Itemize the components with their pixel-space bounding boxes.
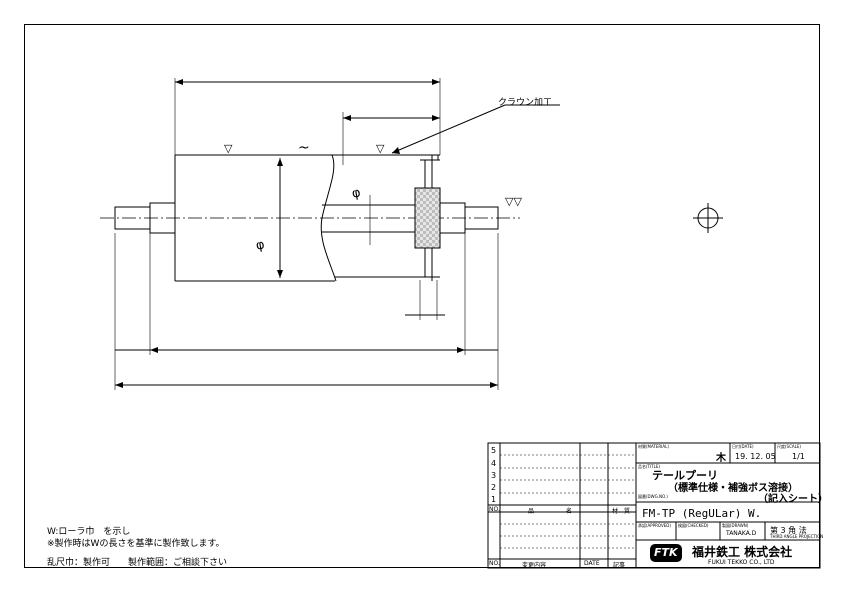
drawn-value: TANAKA.D (726, 530, 757, 537)
break-line (320, 154, 337, 282)
right-shaft (464, 206, 499, 230)
title-line2: （標準仕様・補強ボス溶接） (668, 483, 798, 494)
rev-header-item: 品 (528, 508, 535, 515)
company-name: 福井鉄工 株式会社 (692, 545, 793, 559)
drawing-no-label: 図番(DWG.NO.) (638, 494, 668, 499)
projection: 第 3 角 法 (770, 526, 807, 535)
rev-header-name: 名 (566, 508, 573, 515)
scale-value: 1/1 (792, 452, 805, 461)
finish-mark-left: ▽ (224, 142, 233, 155)
wave-symbol: ~ (298, 140, 310, 156)
note-line1: W:ローラ巾 を示し (47, 527, 131, 537)
rev-header-no: NO. (489, 506, 500, 513)
change-header-no: NO. (489, 560, 500, 567)
scale-label: 尺度(SCALE) (777, 444, 801, 449)
material-value: 木 (716, 453, 726, 464)
drawing-frame (24, 24, 820, 568)
material-label: 材質(MATERIAL) (638, 444, 669, 449)
date-label: 日付(DATE) (732, 444, 754, 449)
rev-row-2: 2 (491, 483, 497, 492)
title-label: 品名(TITLE) (638, 464, 660, 469)
company-name-en: FUKUI TEKKO CO., LTD (708, 559, 775, 566)
note-line2: ※製作時はWの長さを基準に製作致します。 (47, 539, 225, 549)
change-header-content: 変更内容 (522, 562, 547, 569)
finish-mark-double: ▽▽ (505, 195, 522, 208)
crown-label: クラウン加工 (498, 98, 553, 108)
date-value: 19. 12. 05 (735, 452, 776, 461)
change-header-date: DATE (584, 560, 600, 567)
boss-hatch (414, 187, 441, 249)
rev-header-material: 材 質 (612, 508, 631, 515)
title-line3: （記入シート） (758, 494, 828, 505)
drawn-label: 製図(DRAWN) (722, 523, 749, 528)
approved-label: 承認(APPROVED) (638, 523, 671, 528)
change-header-note: 記事 (613, 562, 626, 569)
rev-row-1: 1 (491, 495, 497, 504)
checked-label: 検図(CHECKED) (678, 523, 709, 528)
drawing-no: FM-TP (RegULar) W. (642, 507, 762, 520)
rev-row-3: 3 (491, 471, 497, 480)
company-logo: FTK (654, 546, 678, 559)
title-line1: テールプーリ (652, 469, 718, 482)
projection-sub: THIRD ANGLE PROJECTION (770, 534, 824, 539)
rev-row-5: 5 (491, 446, 497, 455)
note-line3: 乱尺巾：製作可 製作範囲：ご相談下さい (47, 558, 228, 568)
rev-row-4: 4 (491, 459, 497, 468)
finish-mark-right: ▽ (376, 142, 385, 155)
